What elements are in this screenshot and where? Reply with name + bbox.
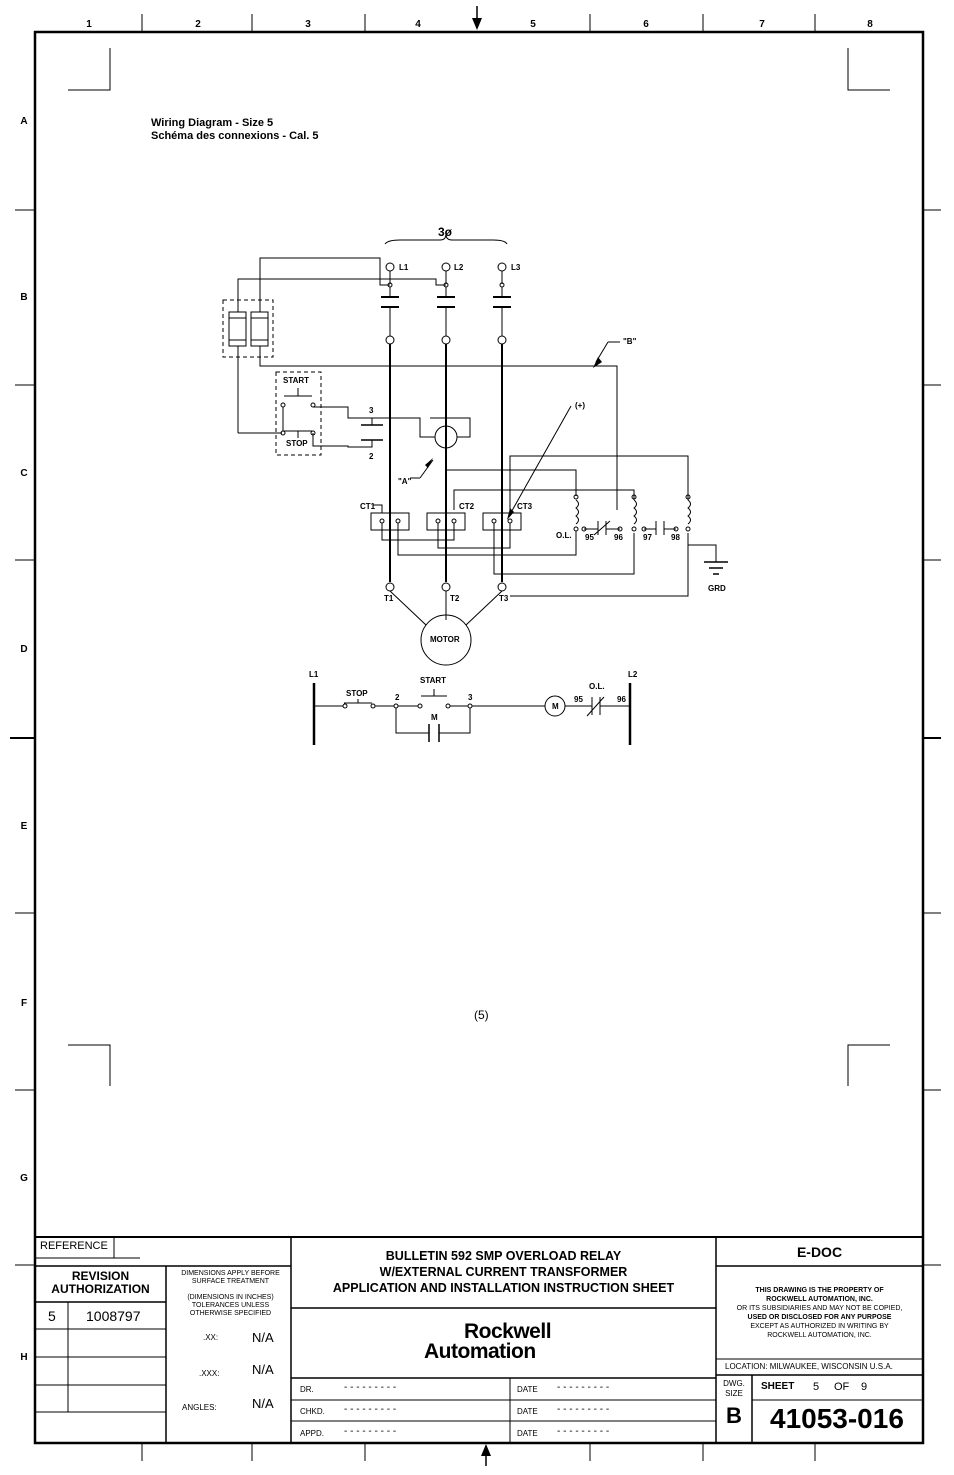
terminal-t3-label: T3 [499, 594, 509, 603]
xx-label: .XX: [203, 1333, 219, 1342]
sheet-label: SHEET [761, 1381, 795, 1392]
col-label: 1 [86, 19, 92, 30]
ladder-95-label: 95 [574, 695, 583, 704]
sheet-number: 5 [813, 1381, 820, 1393]
ladder-l2-label: L2 [628, 670, 638, 679]
drawn-by-value: - - - - - - - - - [344, 1382, 397, 1393]
node-3-label: 3 [369, 406, 374, 415]
xxx-value: N/A [252, 1362, 274, 1377]
diagram-title-fr: Schéma des connexions - Cal. 5 [151, 130, 319, 142]
line-label-l2: L2 [454, 263, 464, 272]
date-label: DATE [517, 1385, 538, 1394]
date-label: DATE [517, 1407, 538, 1416]
revision-number: 5 [48, 1308, 56, 1324]
drawing-size-value: B [726, 1403, 742, 1428]
angles-value: N/A [252, 1396, 274, 1411]
col-label: 6 [643, 19, 649, 30]
node-2-label: 2 [369, 452, 374, 461]
location-label: LOCATION: MILWAUKEE, WISCONSIN U.S.A. [725, 1362, 893, 1371]
drawing-number: 41053-016 [770, 1403, 904, 1434]
motor-label: MOTOR [430, 635, 460, 644]
terminal-t2-label: T2 [450, 594, 460, 603]
ladder-coil-label: M [552, 702, 559, 711]
ground-label: GRD [708, 584, 726, 593]
date-value: - - - - - - - - - [557, 1426, 610, 1437]
ladder-stop-label: STOP [346, 689, 368, 698]
drawn-by-label: DR. [300, 1385, 314, 1394]
xx-value: N/A [252, 1330, 274, 1345]
col-label: 2 [195, 19, 201, 30]
ladder-ol-label: O.L. [589, 682, 605, 691]
ladder-m-label: M [431, 713, 438, 722]
col-label: 4 [415, 19, 421, 30]
date-value: - - - - - - - - - [557, 1404, 610, 1415]
sheet-total: 9 [861, 1381, 868, 1393]
approved-by-value: - - - - - - - - - [344, 1426, 397, 1437]
row-label: E [21, 821, 28, 832]
phase-label: 3ø [438, 225, 453, 239]
stop-label: STOP [286, 439, 308, 448]
authorization-number: 1008797 [86, 1308, 141, 1324]
line-label-l3: L3 [511, 263, 521, 272]
ol-label: O.L. [556, 531, 572, 540]
col-label: 8 [867, 19, 873, 30]
dimensions-note: DIMENSIONS APPLY BEFORE SURFACE TREATMEN… [181, 1270, 280, 1285]
row-label: G [20, 1173, 28, 1184]
edoc-label: E-DOC [796, 1244, 843, 1260]
ct3-label: CT3 [517, 502, 533, 511]
ladder-node-2: 2 [395, 693, 400, 702]
row-label: B [20, 292, 27, 303]
contact-97-label: 97 [643, 533, 652, 542]
note-b-label: "B" [623, 337, 637, 346]
revision-authorization-label: REVISION AUTHORIZATION [51, 1269, 150, 1296]
contact-96-label: 96 [614, 533, 623, 542]
col-label: 5 [530, 19, 536, 30]
col-label: 7 [759, 19, 765, 30]
col-label: 3 [305, 19, 311, 30]
ladder-l1-label: L1 [309, 670, 319, 679]
rockwell-automation-logo: Rockwell Automation [424, 1320, 552, 1363]
contact-95-label: 95 [585, 533, 594, 542]
tolerances-note: (DIMENSIONS IN INCHES) TOLERANCES UNLESS… [187, 1294, 274, 1317]
plus-label: (+) [575, 401, 585, 410]
angles-label: ANGLES: [182, 1403, 217, 1412]
start-label: START [283, 376, 309, 385]
line-label-l1: L1 [399, 263, 409, 272]
reference-label: REFERENCE [40, 1240, 108, 1252]
terminal-t1-label: T1 [384, 594, 394, 603]
date-value: - - - - - - - - - [557, 1382, 610, 1393]
xxx-label: .XXX: [199, 1369, 220, 1378]
row-label: C [20, 468, 27, 479]
document-title-line1: BULLETIN 592 SMP OVERLOAD RELAY [385, 1249, 622, 1263]
document-title-line3: APPLICATION AND INSTALLATION INSTRUCTION… [332, 1281, 675, 1295]
ct1-label: CT1 [360, 502, 376, 511]
diagram-title: Wiring Diagram - Size 5 [151, 117, 274, 129]
row-label: A [20, 116, 27, 127]
row-label: D [20, 644, 27, 655]
sheet-of-label: OF [834, 1381, 850, 1393]
row-label: H [20, 1352, 27, 1363]
checked-by-label: CHKD. [300, 1407, 325, 1416]
property-notice: THIS DRAWING IS THE PROPERTY OF ROCKWELL… [736, 1287, 903, 1339]
approved-by-label: APPD. [300, 1429, 325, 1438]
contact-98-label: 98 [671, 533, 680, 542]
page-note: (5) [474, 1008, 489, 1022]
checked-by-value: - - - - - - - - - [344, 1404, 397, 1415]
date-label: DATE [517, 1429, 538, 1438]
row-label: F [21, 998, 27, 1009]
ct2-label: CT2 [459, 502, 475, 511]
drawing-size-label: DWG. SIZE [723, 1379, 745, 1398]
note-a-label: "A" [398, 477, 412, 486]
document-title-line2: W/EXTERNAL CURRENT TRANSFORMER [379, 1265, 628, 1279]
ladder-node-3: 3 [468, 693, 473, 702]
ladder-96-label: 96 [617, 695, 626, 704]
ladder-start-label: START [420, 676, 446, 685]
